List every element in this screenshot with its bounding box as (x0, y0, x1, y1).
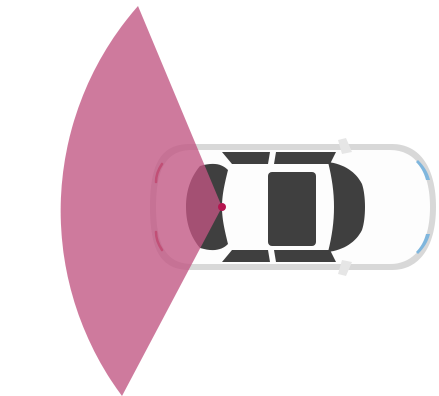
sunroof (268, 172, 316, 246)
headlight-bottom (416, 234, 430, 254)
side-window-top-front (274, 152, 336, 164)
side-mirror-left (338, 138, 352, 154)
side-mirror-right (338, 260, 352, 276)
side-window-bottom-rear (222, 250, 270, 262)
windshield (328, 162, 365, 252)
side-window-bottom-front (274, 250, 336, 262)
side-window-top-rear (222, 152, 270, 164)
headlight-top (416, 160, 430, 180)
detection-zone-icon (60, 6, 222, 396)
car-top-view-icon (150, 138, 436, 276)
rear-camera-sensor-icon (218, 203, 226, 211)
